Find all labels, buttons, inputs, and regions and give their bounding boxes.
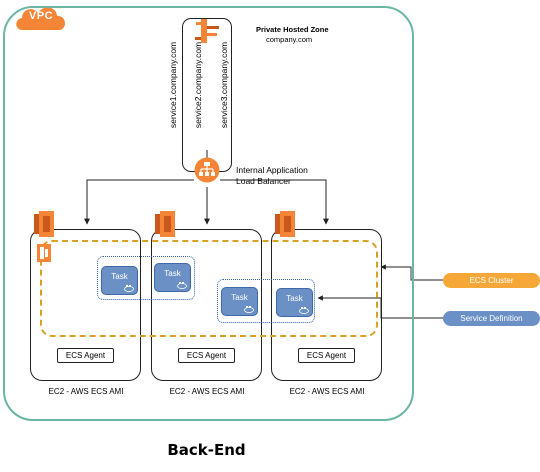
diagram-title: Back-End bbox=[167, 441, 246, 459]
service-record-2: service2.company.com bbox=[193, 41, 203, 129]
ecs-agent-1: ECS Agent bbox=[57, 348, 114, 363]
service-record-2-wrap: service2.company.com bbox=[191, 20, 205, 150]
alb-label: Internal Application Load Balancer bbox=[236, 165, 308, 187]
alb-label-line2: Load Balancer bbox=[236, 176, 291, 186]
service-definition-region-2 bbox=[217, 279, 315, 323]
ec2-instance-1 bbox=[30, 229, 141, 381]
legend-service-definition: Service Definition bbox=[443, 311, 540, 326]
ec2-icon bbox=[34, 211, 54, 237]
ecs-agent-2: ECS Agent bbox=[178, 348, 235, 363]
service-record-3: service3.company.com bbox=[219, 41, 229, 129]
alb-label-line1: Internal Application bbox=[236, 165, 308, 175]
container-icon bbox=[124, 285, 134, 292]
ec2-icon bbox=[155, 211, 175, 237]
hosted-zone-domain: company.com bbox=[266, 35, 313, 44]
task-label: Task bbox=[111, 272, 128, 281]
route53-icon bbox=[195, 19, 219, 43]
ec2-instance-3-label: EC2 - AWS ECS AMI bbox=[289, 387, 365, 396]
vpc-label: VPC bbox=[28, 10, 54, 22]
task-3: Task bbox=[221, 287, 258, 316]
task-label: Task bbox=[286, 294, 303, 303]
service-record-1-wrap: service1.company.com bbox=[166, 20, 180, 150]
service-record-3-wrap: service3.company.com bbox=[217, 20, 231, 150]
task-label: Task bbox=[164, 269, 181, 278]
service-record-1: service1.company.com bbox=[168, 41, 178, 129]
ecs-agent-3: ECS Agent bbox=[298, 348, 355, 363]
legend-ecs-cluster: ECS Cluster bbox=[443, 273, 540, 288]
container-icon bbox=[299, 307, 309, 314]
task-label: Task bbox=[231, 293, 248, 302]
ec2-instance-1-label: EC2 - AWS ECS AMI bbox=[48, 387, 124, 396]
container-icon bbox=[177, 282, 187, 289]
load-balancer-icon bbox=[194, 157, 220, 183]
ec2-instance-2-label: EC2 - AWS ECS AMI bbox=[169, 387, 245, 396]
ec2-instance-3 bbox=[271, 229, 382, 381]
vpc-boundary bbox=[3, 6, 414, 421]
ecs-icon bbox=[37, 244, 51, 262]
ec2-instance-2 bbox=[151, 229, 262, 381]
cloud-icon bbox=[16, 7, 66, 31]
hosted-zone-title: Private Hosted Zone bbox=[256, 25, 329, 34]
ec2-icon bbox=[275, 211, 295, 237]
container-icon bbox=[244, 306, 254, 313]
task-4: Task bbox=[276, 288, 313, 317]
service-definition-region-1 bbox=[97, 256, 195, 300]
ecs-cluster-region bbox=[40, 240, 378, 337]
task-1: Task bbox=[101, 266, 138, 295]
task-2: Task bbox=[154, 263, 191, 292]
